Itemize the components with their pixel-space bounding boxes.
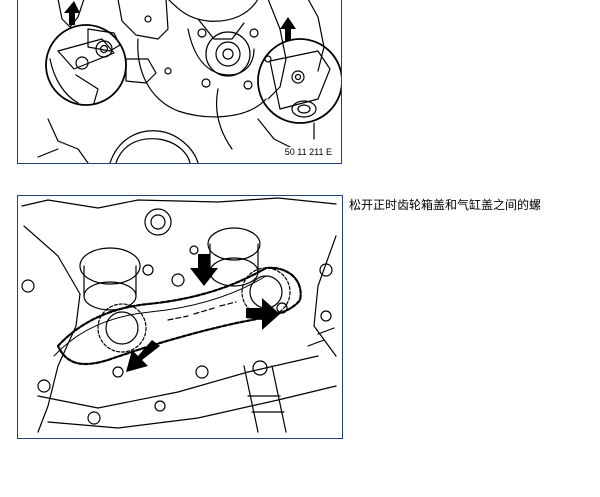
figure-reference-code: 50 11 211 E bbox=[283, 147, 333, 157]
instruction-step-text: 松开正时齿轮箱盖和气缸盖之间的螺 bbox=[349, 198, 542, 212]
timing-chain-illustration bbox=[17, 195, 343, 439]
timing-chain-drawing bbox=[21, 197, 337, 433]
timing-cover-drawing bbox=[37, 0, 341, 163]
timing-cover-illustration: 50 11 211 E bbox=[17, 0, 342, 164]
